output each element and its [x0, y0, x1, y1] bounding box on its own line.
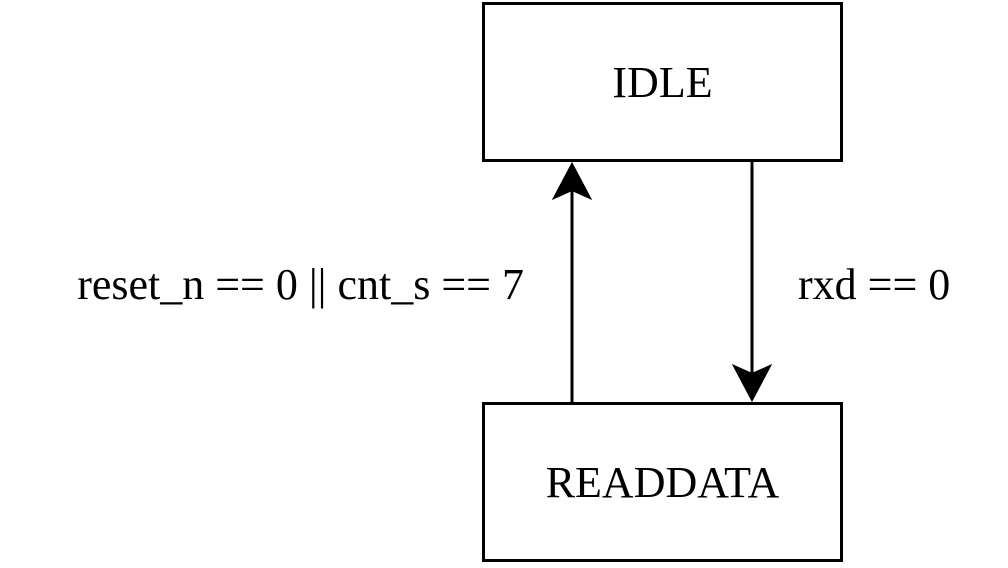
state-idle-label: IDLE [612, 57, 713, 107]
state-readdata: READDATA [482, 402, 843, 562]
arrow-readdata-to-idle [551, 161, 593, 402]
arrow-idle-to-readdata [731, 162, 773, 403]
transition-label-readdata-to-idle: reset_n == 0 || cnt_s == 7 [77, 260, 524, 309]
arrow-idle-to-readdata-head [731, 363, 773, 403]
arrow-readdata-to-idle-head [551, 161, 593, 201]
transition-label-idle-to-readdata: rxd == 0 [798, 260, 951, 309]
state-idle: IDLE [482, 2, 843, 162]
state-readdata-label: READDATA [545, 457, 780, 507]
